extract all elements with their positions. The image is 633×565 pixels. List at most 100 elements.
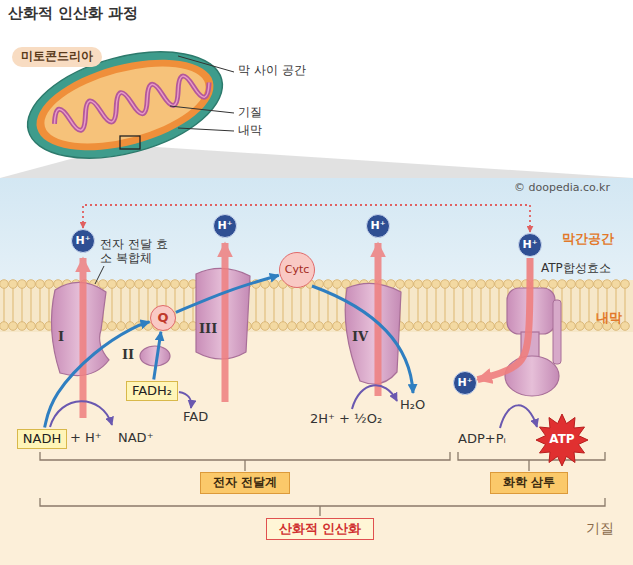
lipid-head — [27, 280, 36, 289]
lipid-head — [117, 322, 126, 331]
lipid-tail — [282, 288, 283, 322]
lipid-head — [99, 280, 108, 289]
lipid-head — [135, 280, 144, 289]
lipid-tail — [300, 288, 301, 322]
leader-line — [170, 106, 234, 113]
reaction-label: ADP+Pᵢ — [458, 432, 506, 447]
lipid-head — [36, 322, 45, 331]
electron-arrow — [312, 286, 413, 393]
lipid-head — [558, 280, 567, 289]
lipid-head — [9, 322, 18, 331]
complex-number: I — [58, 330, 64, 345]
lipid-head — [576, 280, 585, 289]
lipid-tail — [291, 288, 292, 322]
lipid-tail — [3, 288, 4, 322]
complex-number: II — [122, 348, 134, 363]
lipid-tail — [12, 288, 13, 322]
lipid-tail — [489, 288, 490, 322]
reaction-label: + H⁺ — [70, 431, 102, 446]
lipid-tail — [48, 288, 49, 322]
node-text: H⁺ — [75, 235, 90, 248]
cristae-highlight — [51, 70, 212, 137]
lipid-tail — [30, 288, 31, 322]
lipid-tail — [624, 288, 625, 322]
zoom-box — [120, 136, 140, 149]
lipid-head — [477, 280, 486, 289]
lipid-tail — [579, 288, 580, 322]
lipid-head — [414, 322, 423, 331]
reaction-label: NAD⁺ — [118, 431, 154, 446]
region-label: 내막 — [596, 311, 622, 326]
ubiquinone: Q — [150, 305, 176, 331]
lipid-tail — [561, 288, 562, 322]
lipid-head — [45, 280, 54, 289]
lipid-head — [9, 280, 18, 289]
lipid-head — [117, 280, 126, 289]
lipid-head — [18, 322, 27, 331]
reaction-label: 2H⁺ + ½O₂ — [310, 412, 382, 427]
lipid-tail — [264, 288, 265, 322]
lipid-tail — [129, 288, 130, 322]
lipid-head — [441, 280, 450, 289]
lipid-head — [324, 322, 333, 331]
complex-iv — [345, 283, 401, 384]
intermembrane-ground — [0, 178, 633, 280]
lipid-head — [621, 280, 630, 289]
lipid-tail — [498, 288, 499, 322]
outer-membrane — [16, 33, 234, 177]
electron-arrow — [154, 332, 161, 380]
lipid-head — [279, 322, 288, 331]
lipid-head — [585, 280, 594, 289]
diagram-title: 산화적 인산화 과정 — [8, 4, 138, 23]
lipid-head — [297, 322, 306, 331]
lipid-tail — [318, 288, 319, 322]
lipid-head — [450, 322, 459, 331]
lipid-tail — [480, 288, 481, 322]
process-box: 화학 삼투 — [490, 472, 568, 494]
lipid-tail — [39, 288, 40, 322]
lipid-head — [495, 280, 504, 289]
node-text: H⁺ — [457, 377, 472, 390]
lipid-tail — [471, 288, 472, 322]
lipid-head — [414, 280, 423, 289]
lipid-head — [288, 322, 297, 331]
lipid-head — [486, 280, 495, 289]
name-tag: 미토콘드리아 — [12, 47, 102, 67]
node-text: 산화적 인산화 — [279, 522, 362, 537]
lipid-tail — [138, 288, 139, 322]
leader-line — [178, 128, 234, 131]
lipid-head — [144, 280, 153, 289]
lipid-head — [432, 280, 441, 289]
lipid-tail — [273, 288, 274, 322]
lipid-tail — [111, 288, 112, 322]
lipid-tail — [588, 288, 589, 322]
reaction-arrow — [50, 401, 112, 427]
lipid-tail — [462, 288, 463, 322]
leader-line — [178, 56, 234, 72]
lipid-head — [171, 280, 180, 289]
lipid-head — [180, 280, 189, 289]
watermark: © doopedia.co.kr — [514, 182, 610, 195]
lipid-head — [18, 280, 27, 289]
lipid-head — [594, 280, 603, 289]
process-box: 전자 전달계 — [200, 472, 290, 494]
part-label: 막 사이 공간 — [238, 64, 306, 78]
lipid-head — [567, 322, 576, 331]
lipid-head — [567, 280, 576, 289]
lipid-head — [0, 322, 8, 331]
node-text: 미토콘드리아 — [21, 50, 93, 64]
lipid-tail — [255, 288, 256, 322]
lipid-head — [315, 322, 324, 331]
proton-gradient-line — [83, 205, 530, 232]
electron-arrow — [45, 322, 150, 428]
reaction-arrow — [500, 405, 537, 428]
reaction-arrow — [352, 385, 397, 409]
lipid-head — [36, 280, 45, 289]
lipid-head — [405, 322, 414, 331]
leader-line — [95, 266, 104, 284]
lipid-head — [603, 280, 612, 289]
node-text: H⁺ — [522, 239, 537, 252]
lipid-tail — [444, 288, 445, 322]
burst-outline — [536, 414, 588, 466]
